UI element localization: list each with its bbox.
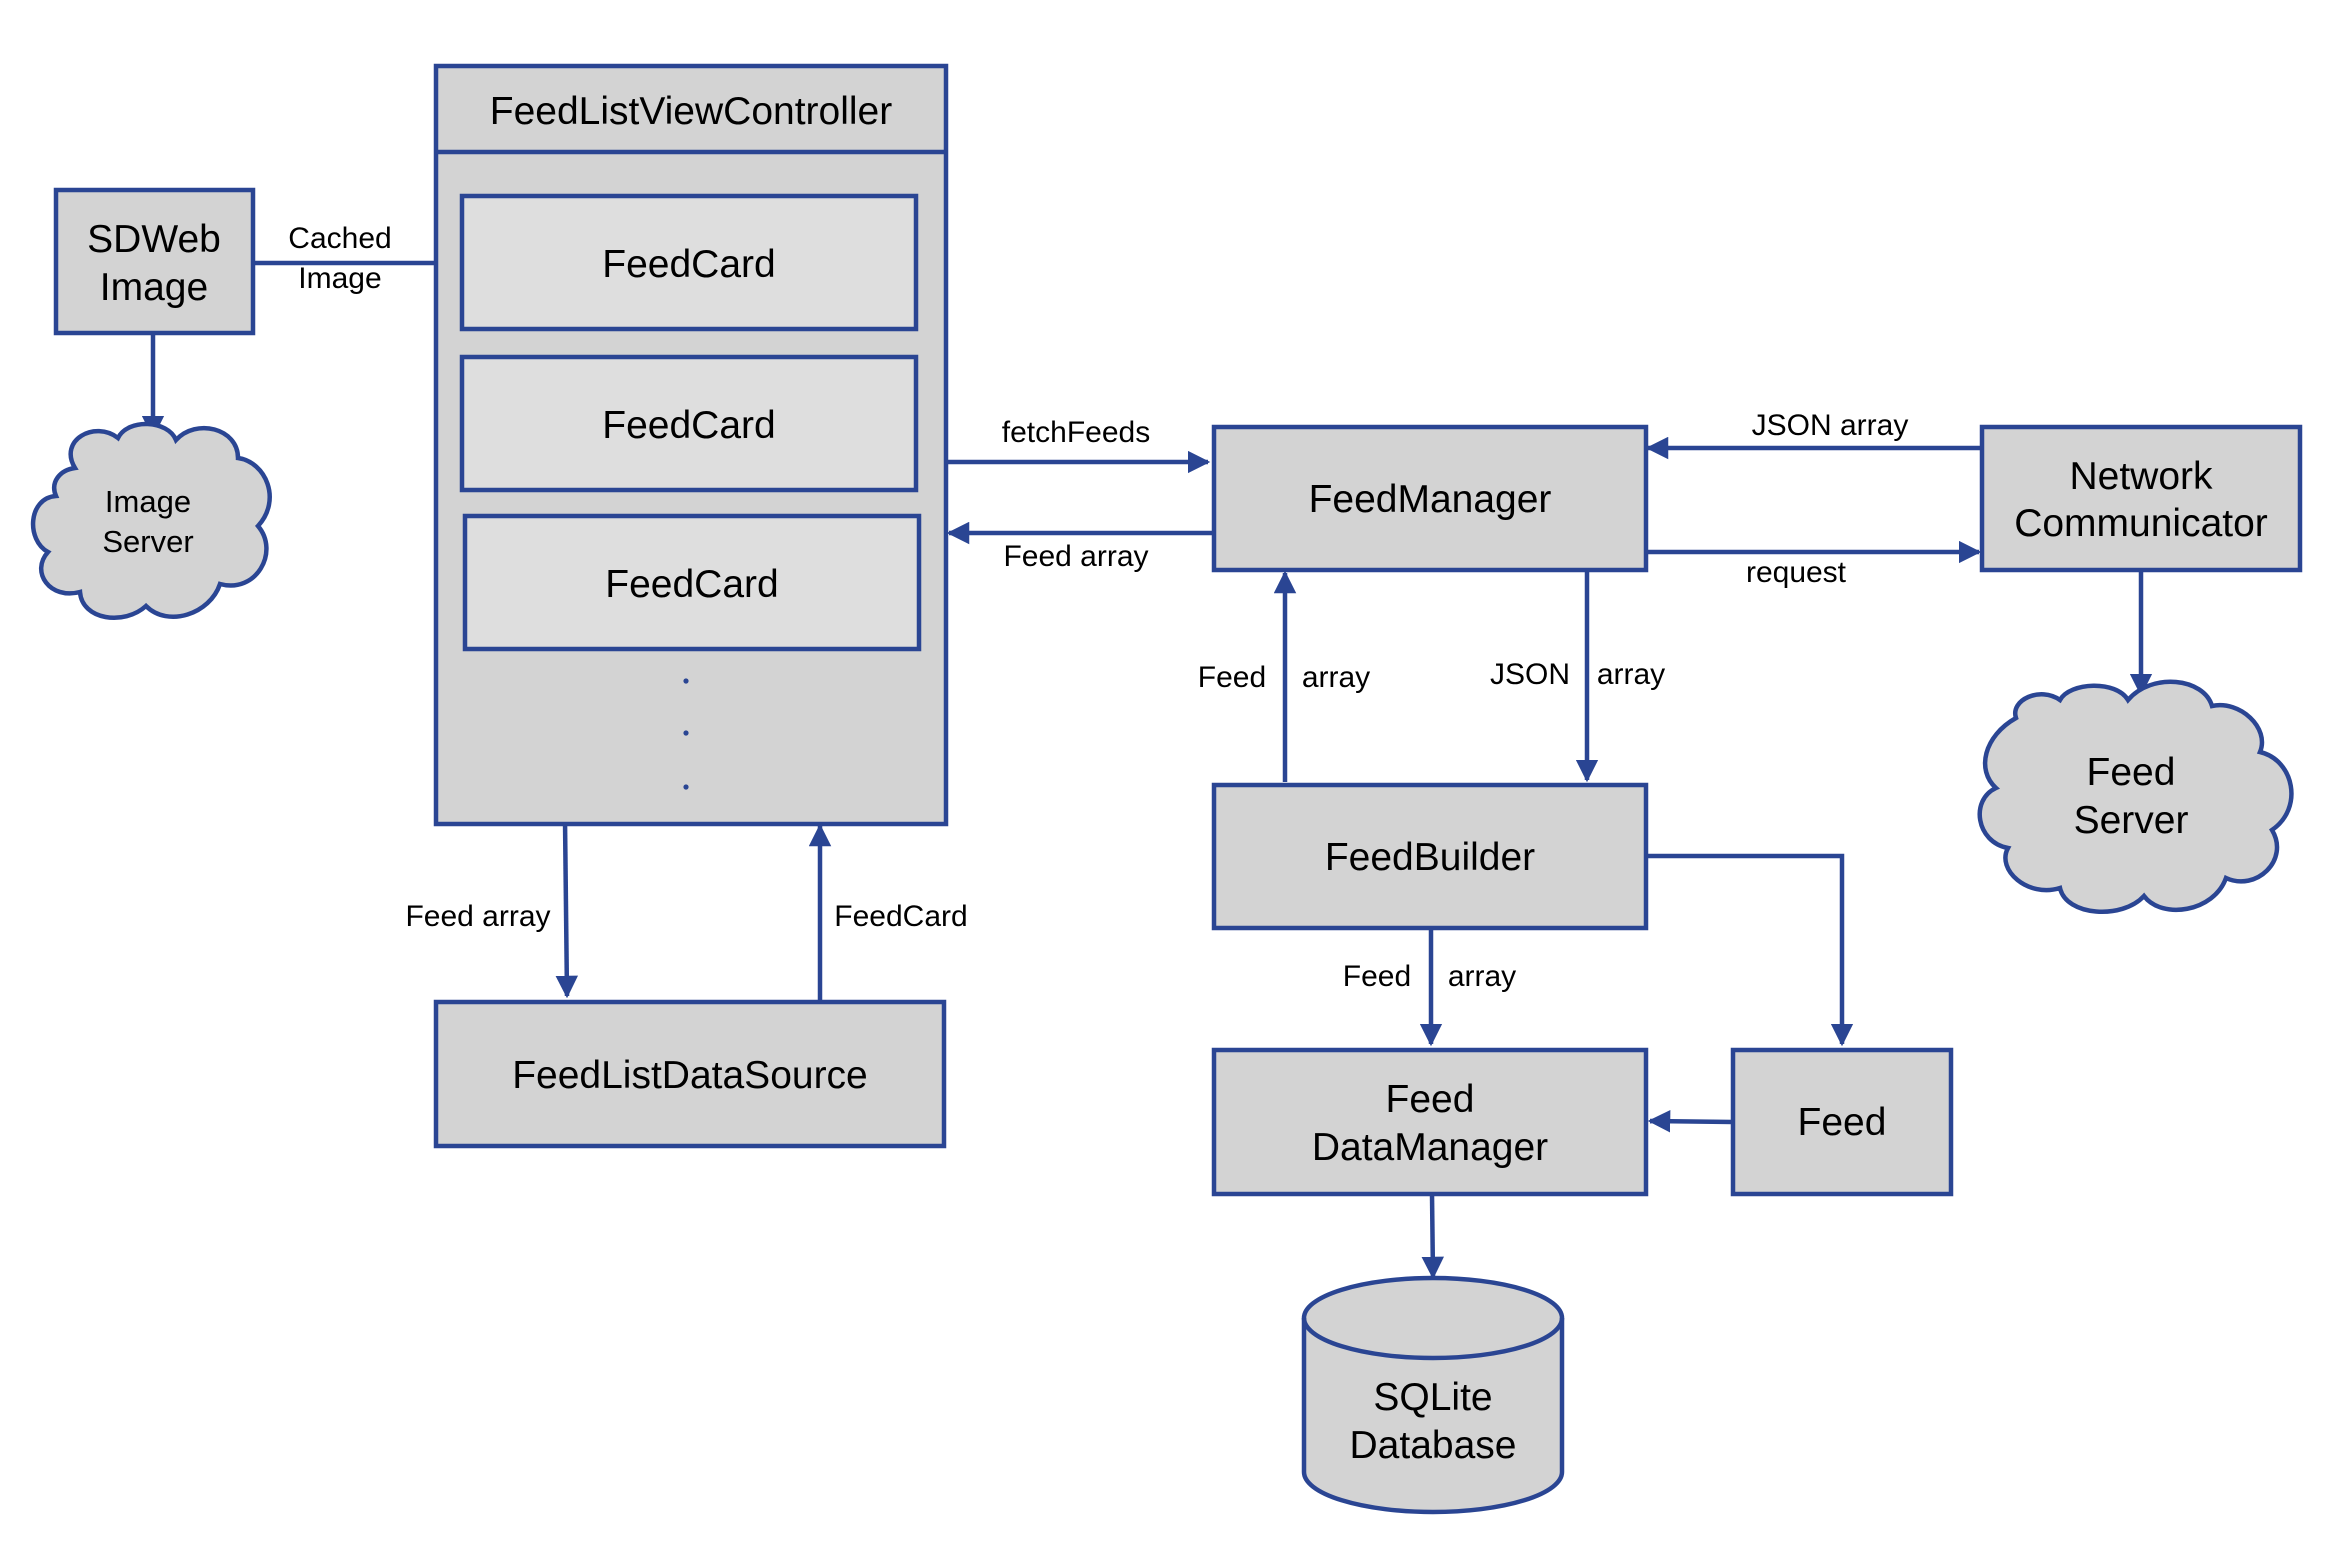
node-image-server: Image Server (30, 421, 272, 620)
feed-card: FeedCard (459, 193, 919, 332)
sqlite-line-2: Database (1350, 1424, 1517, 1467)
data-source-label: FeedListDataSource (512, 1054, 868, 1097)
feed-manager-label: FeedManager (1309, 478, 1552, 521)
edge-datamanager-to-sqlite (1421, 1193, 1445, 1280)
label-datamanager-feed: Feed (1343, 960, 1411, 993)
database-cylinder-icon (1301, 1275, 1565, 1515)
label-builder-feed: Feed (1198, 661, 1266, 694)
node-feed-manager: FeedManager (1211, 424, 1649, 573)
network-line-1: Network (2069, 455, 2213, 498)
label-manager-array: array (1597, 658, 1665, 691)
feed-label: Feed (1798, 1101, 1887, 1144)
feed-card-label: FeedCard (602, 404, 775, 447)
sdweb-image-line-2: Image (100, 266, 208, 309)
feed-card: FeedCard (462, 513, 922, 652)
data-manager-line-1: Feed (1386, 1078, 1475, 1121)
data-manager-line-2: DataManager (1312, 1126, 1548, 1169)
edges (141, 251, 2153, 1280)
label-datamanager-array: array (1448, 960, 1516, 993)
feed-card: FeedCard (459, 354, 919, 493)
feed-server-line-2: Server (2074, 799, 2189, 842)
image-server-cloud-icon (30, 421, 272, 620)
network-line-2: Communicator (2014, 502, 2268, 545)
edge-labels: Cached Image fetchFeeds Feed array JSON … (288, 222, 1908, 993)
label-controller-to-datasource: Feed array (405, 900, 550, 933)
feed-card-label: FeedCard (605, 563, 778, 606)
label-json-array-from-network: JSON array (1752, 409, 1909, 442)
feed-card-label: FeedCard (602, 243, 775, 286)
label-cached: Cached (288, 222, 391, 255)
sdweb-image-line-1: SDWeb (87, 218, 221, 261)
feed-server-line-1: Feed (2087, 751, 2176, 794)
edge-builder-to-feed (1646, 853, 1854, 1047)
label-feed-array-to-controller: Feed array (1003, 540, 1148, 573)
node-feed-list-data-source: FeedListDataSource (433, 999, 947, 1149)
image-server-line-1: Image (105, 484, 191, 519)
sqlite-line-1: SQLite (1373, 1376, 1492, 1419)
label-manager-json: JSON (1490, 658, 1570, 691)
node-sqlite-database: SQLite Database (1301, 1275, 1565, 1515)
node-feed-builder: FeedBuilder (1211, 782, 1649, 931)
label-datasource-to-controller: FeedCard (834, 900, 967, 933)
label-builder-array: array (1302, 661, 1370, 694)
node-feed-list-view-controller: FeedListViewController FeedCard FeedCard… (433, 63, 949, 827)
more-cards-ellipsis (683, 678, 689, 790)
label-fetch-feeds: fetchFeeds (1002, 416, 1150, 449)
edge-feed-to-datamanager (1647, 1109, 1734, 1133)
feed-server-cloud-icon (1977, 679, 2294, 914)
image-server-line-2: Server (102, 524, 193, 559)
node-feed-data-manager: Feed DataManager (1211, 1047, 1649, 1197)
edge-controller-to-datasource (555, 819, 579, 999)
node-network-communicator: Network Communicator (1979, 424, 2303, 573)
node-feed-server: Feed Server (1977, 679, 2294, 914)
controller-title: FeedListViewController (490, 90, 892, 133)
label-request: request (1746, 556, 1847, 589)
feed-builder-label: FeedBuilder (1325, 836, 1535, 879)
label-image: Image (298, 262, 381, 295)
node-sdweb-image: SDWeb Image (53, 187, 256, 336)
node-feed: Feed (1730, 1047, 1954, 1197)
